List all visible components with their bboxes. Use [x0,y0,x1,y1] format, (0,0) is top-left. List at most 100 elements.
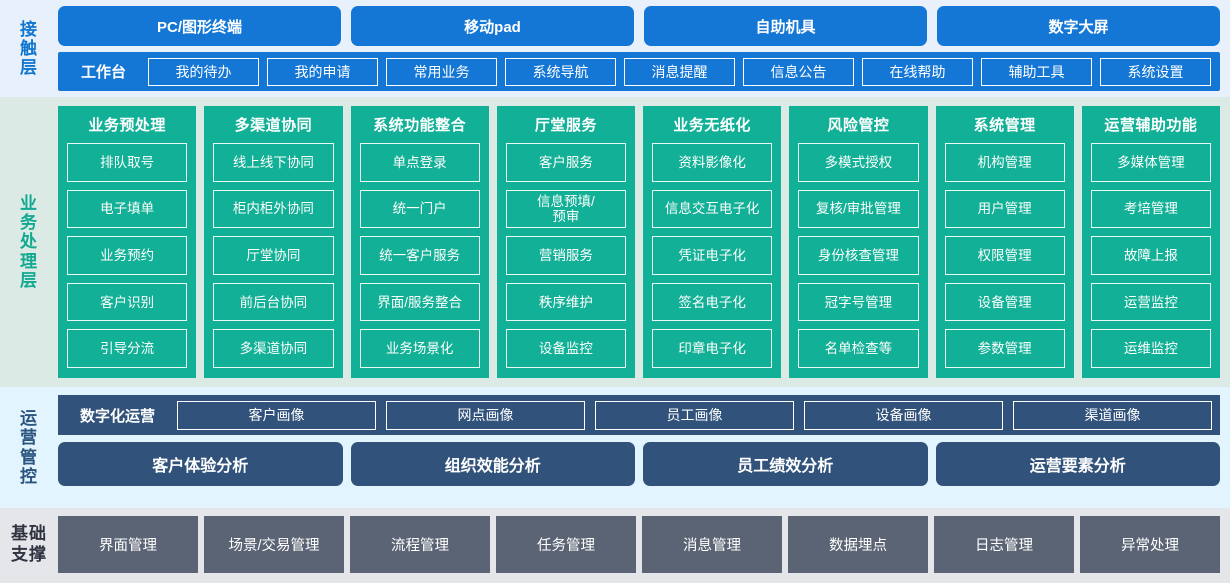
business-item[interactable]: 签名电子化 [652,282,773,322]
base-box[interactable]: 界面管理 [58,516,198,573]
business-item[interactable]: 业务场景化 [359,329,480,368]
business-column: 风险管控 多模式授权 复核/审批管理 身份核查管理 冠字号管理 名单检查等 [789,106,928,378]
business-item[interactable]: 客户识别 [67,282,188,322]
business-column: 系统功能整合 单点登录 统一门户 统一客户服务 界面/服务整合 业务场景化 [350,106,489,378]
business-item[interactable]: 信息交互电子化 [652,189,773,229]
business-item[interactable]: 参数管理 [944,329,1065,368]
business-item[interactable]: 线上线下协同 [213,143,334,182]
business-columns: 业务预处理 排队取号 电子填单 业务预约 客户识别 引导分流 多渠道协同 线上线… [58,106,1220,378]
business-item[interactable]: 排队取号 [67,143,188,182]
business-item[interactable]: 身份核查管理 [798,236,919,275]
terminal-box[interactable]: 数字大屏 [937,6,1220,46]
layer-label-char: 业 [20,194,38,214]
business-item[interactable]: 单点登录 [359,143,480,182]
terminal-box[interactable]: 移动pad [351,6,634,46]
portrait-chip[interactable]: 网点画像 [386,400,586,430]
base-box[interactable]: 异常处理 [1080,516,1220,573]
business-item[interactable]: 界面/服务整合 [359,282,480,322]
portrait-chip[interactable]: 客户画像 [177,400,377,430]
workbench-chip[interactable]: 消息提醒 [624,57,736,86]
business-item[interactable]: 多模式授权 [798,143,919,182]
business-column-items: 多模式授权 复核/审批管理 身份核查管理 冠字号管理 名单检查等 [798,143,919,368]
layer-label-char: 营 [20,428,38,448]
portrait-chip[interactable]: 渠道画像 [1013,400,1213,430]
business-column: 厅堂服务 客户服务 信息预填/ 预审 营销服务 秩序维护 设备监控 [496,106,635,378]
layer-label-base: 基础 支撑 [0,516,58,573]
business-item[interactable]: 印章电子化 [652,329,773,368]
business-column-items: 客户服务 信息预填/ 预审 营销服务 秩序维护 设备监控 [505,143,626,368]
base-box[interactable]: 场景/交易管理 [204,516,344,573]
business-item[interactable]: 客户服务 [505,143,626,182]
analysis-box[interactable]: 运营要素分析 [935,442,1220,486]
business-item[interactable]: 资料影像化 [652,143,773,182]
business-item[interactable]: 运维监控 [1090,329,1211,368]
base-box[interactable]: 日志管理 [934,516,1074,573]
layer-label-char: 处 [20,232,38,252]
layer-label-access-text: 接触层 [20,20,38,77]
business-item[interactable]: 秩序维护 [505,282,626,322]
analysis-box[interactable]: 组织效能分析 [350,442,635,486]
business-column-items: 单点登录 统一门户 统一客户服务 界面/服务整合 业务场景化 [359,143,480,368]
business-item[interactable]: 业务预约 [67,236,188,275]
workbench-chip[interactable]: 常用业务 [386,57,498,86]
digital-operations-bar: 数字化运营 客户画像 网点画像 员工画像 设备画像 渠道画像 [58,395,1220,435]
base-box[interactable]: 任务管理 [496,516,636,573]
business-column: 运营辅助功能 多媒体管理 考培管理 故障上报 运营监控 运维监控 [1081,106,1220,378]
business-item[interactable]: 前后台协同 [213,282,334,322]
business-item[interactable]: 故障上报 [1090,236,1211,275]
business-column-items: 机构管理 用户管理 权限管理 设备管理 参数管理 [944,143,1065,368]
business-column: 系统管理 机构管理 用户管理 权限管理 设备管理 参数管理 [935,106,1074,378]
business-item[interactable]: 名单检查等 [798,329,919,368]
workbench-chip[interactable]: 在线帮助 [862,57,974,86]
business-item[interactable]: 柜内柜外协同 [213,189,334,229]
business-item[interactable]: 多渠道协同 [213,329,334,368]
layer-label-operations: 运营管控 [0,395,58,500]
business-item[interactable]: 权限管理 [944,236,1065,275]
business-item[interactable]: 凭证电子化 [652,236,773,275]
business-item[interactable]: 信息预填/ 预审 [505,189,626,229]
business-column: 多渠道协同 线上线下协同 柜内柜外协同 厅堂协同 前后台协同 多渠道协同 [204,106,343,378]
workbench-chip[interactable]: 系统导航 [505,57,617,86]
terminal-box[interactable]: PC/图形终端 [58,6,341,46]
business-item[interactable]: 引导分流 [67,329,188,368]
workbench-chip[interactable]: 辅助工具 [981,57,1093,86]
portrait-chip[interactable]: 设备画像 [804,400,1004,430]
layer-access-body: PC/图形终端 移动pad 自助机具 数字大屏 工作台 我的待办 我的申请 常用… [58,6,1220,91]
business-item[interactable]: 多媒体管理 [1090,143,1211,182]
business-column-title: 风险管控 [827,117,890,134]
business-item[interactable]: 电子填单 [67,189,188,229]
business-item[interactable]: 营销服务 [505,236,626,275]
analysis-box[interactable]: 客户体验分析 [58,442,343,486]
analysis-row: 客户体验分析 组织效能分析 员工绩效分析 运营要素分析 [58,442,1220,486]
analysis-box[interactable]: 员工绩效分析 [643,442,928,486]
layer-operations: 运营管控 数字化运营 客户画像 网点画像 员工画像 设备画像 渠道画像 客户体验… [0,387,1230,508]
business-item[interactable]: 统一门户 [359,189,480,229]
workbench-chip[interactable]: 信息公告 [743,57,855,86]
business-column-title: 系统管理 [973,117,1036,134]
terminal-box[interactable]: 自助机具 [644,6,927,46]
business-item[interactable]: 机构管理 [944,143,1065,182]
business-item[interactable]: 厅堂协同 [213,236,334,275]
business-item[interactable]: 设备管理 [944,282,1065,322]
layer-label-char: 理 [20,251,38,271]
workbench-bar: 工作台 我的待办 我的申请 常用业务 系统导航 消息提醒 信息公告 在线帮助 辅… [58,52,1220,91]
layer-label-char: 务 [20,213,38,233]
base-row: 界面管理 场景/交易管理 流程管理 任务管理 消息管理 数据埋点 日志管理 异常… [58,516,1220,573]
base-box[interactable]: 数据埋点 [788,516,928,573]
business-item[interactable]: 用户管理 [944,189,1065,229]
base-box[interactable]: 流程管理 [350,516,490,573]
workbench-chip[interactable]: 我的申请 [267,57,379,86]
portrait-chip[interactable]: 员工画像 [595,400,795,430]
layer-label-business-text: 业务处理层 [20,194,38,289]
business-item[interactable]: 考培管理 [1090,189,1211,229]
business-item[interactable]: 复核/审批管理 [798,189,919,229]
workbench-chip[interactable]: 系统设置 [1100,57,1212,86]
business-item[interactable]: 冠字号管理 [798,282,919,322]
base-box[interactable]: 消息管理 [642,516,782,573]
workbench-chip[interactable]: 我的待办 [148,57,260,86]
business-item[interactable]: 统一客户服务 [359,236,480,275]
business-item[interactable]: 运营监控 [1090,282,1211,322]
layer-label-operations-text: 运营管控 [20,409,38,485]
business-item[interactable]: 设备监控 [505,329,626,368]
workbench-title: 工作台 [81,64,127,81]
